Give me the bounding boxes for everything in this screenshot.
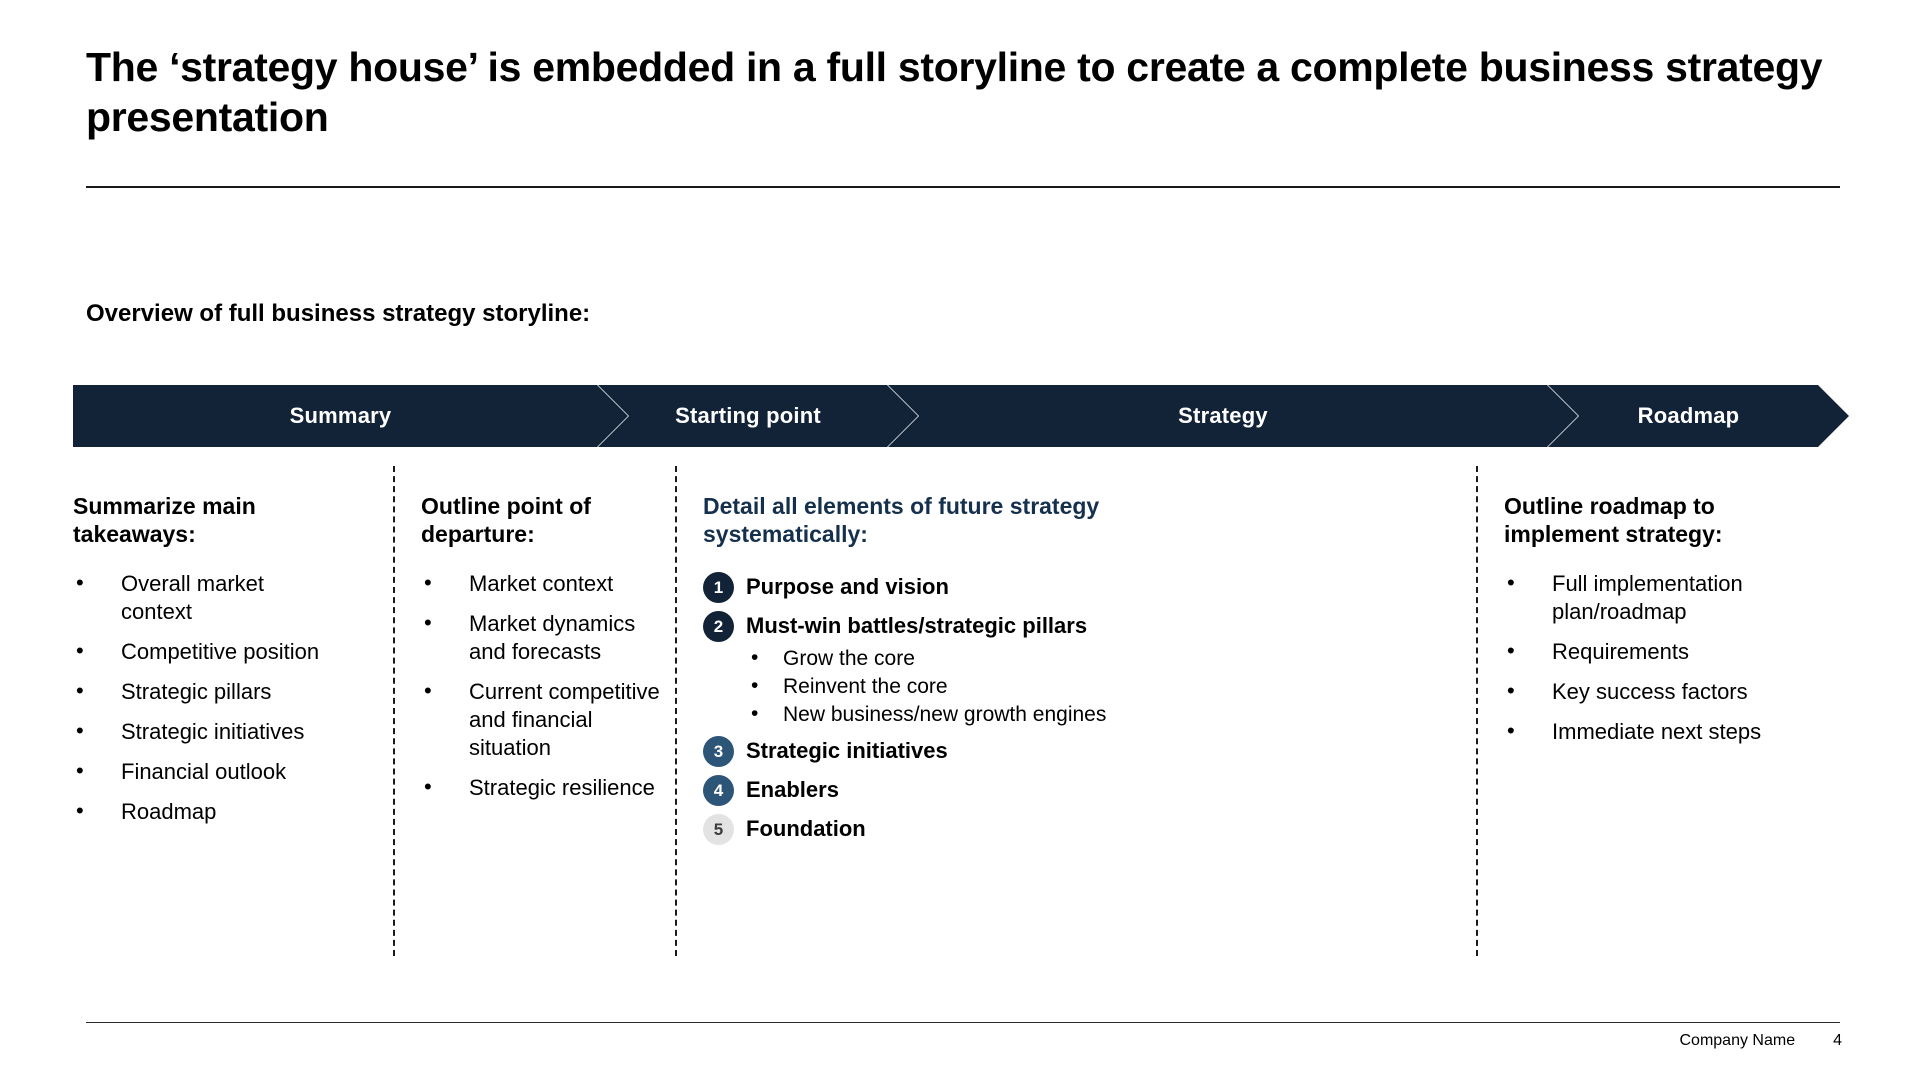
sub-list-item: Reinvent the core <box>703 672 1255 701</box>
column-roadmap: Outline roadmap to implement strategy: F… <box>1476 466 1806 956</box>
list-item: Strategic resilience <box>421 773 673 802</box>
page-title: The ‘strategy house’ is embedded in a fu… <box>86 44 1823 141</box>
numbered-item-label: Must-win battles/strategic pillars <box>746 613 1088 639</box>
chevron-segment-roadmap[interactable]: Roadmap <box>1548 385 1849 447</box>
list-item: Market context <box>421 569 673 598</box>
column-starting-point: Outline point of departure: Market conte… <box>393 466 673 956</box>
sub-list-item: New business/new growth engines <box>703 700 1255 729</box>
footer: Company Name 4 <box>1679 1032 1842 1050</box>
column-heading: Outline roadmap to implement strategy: <box>1504 493 1723 548</box>
list-item: Immediate next steps <box>1504 717 1806 746</box>
list-item: Financial outlook <box>73 757 331 786</box>
list-item: 2 Must-win battles/strategic pillars Gro… <box>703 609 1255 728</box>
title-divider <box>86 186 1840 188</box>
list-item: Strategic pillars <box>73 677 331 706</box>
footer-page-number: 4 <box>1833 1032 1842 1049</box>
list-item: Current competitive and financial situat… <box>421 677 673 762</box>
list-item: Overall market context <box>73 569 331 626</box>
list-item: Full implementation plan/roadmap <box>1504 569 1806 626</box>
numbered-item-label: Strategic initiatives <box>746 738 948 764</box>
chevron-label: Starting point <box>675 403 821 428</box>
column-numbered-list: 1 Purpose and vision 2 Must-win battles/… <box>703 570 1255 846</box>
footer-divider <box>86 1022 1840 1023</box>
column-bullet-list: Overall market context Competitive posit… <box>73 569 331 826</box>
list-item: 3 Strategic initiatives <box>703 734 1255 768</box>
list-item: Key success factors <box>1504 677 1806 706</box>
numbered-item-label: Foundation <box>746 816 866 842</box>
column-heading: Outline point of departure: <box>421 493 591 548</box>
chevron-segment-starting-point[interactable]: Starting point <box>598 385 918 447</box>
process-chevron-banner: Summary Starting point Strategy Roadmap <box>73 385 1849 447</box>
list-item: Competitive position <box>73 637 331 666</box>
number-badge-1: 1 <box>703 571 734 603</box>
number-badge-5: 5 <box>703 813 734 845</box>
sub-list-item: Grow the core <box>703 644 1255 673</box>
chevron-label: Strategy <box>1178 403 1268 428</box>
section-subheading: Overview of full business strategy story… <box>86 300 591 327</box>
chevron-segment-summary[interactable]: Summary <box>73 385 628 447</box>
numbered-item-label: Enablers <box>746 777 839 803</box>
list-item: 5 Foundation <box>703 812 1255 846</box>
list-item: 1 Purpose and vision <box>703 570 1255 604</box>
column-heading: Detail all elements of future strategy s… <box>703 493 1100 548</box>
numbered-item-sublist: Grow the core Reinvent the core New busi… <box>703 644 1255 729</box>
chevron-label: Summary <box>289 403 392 428</box>
number-badge-2: 2 <box>703 610 734 642</box>
list-item: Roadmap <box>73 797 331 826</box>
chevron-segment-strategy[interactable]: Strategy <box>888 385 1578 447</box>
column-bullet-list: Market context Market dynamics and forec… <box>421 569 673 802</box>
list-item: 4 Enablers <box>703 773 1255 807</box>
storyline-columns: Summarize main takeaways: Overall market… <box>73 466 1849 956</box>
list-item: Strategic initiatives <box>73 717 331 746</box>
numbered-item-label: Purpose and vision <box>746 574 949 600</box>
number-badge-3: 3 <box>703 735 734 767</box>
number-badge-4: 4 <box>703 774 734 806</box>
column-heading: Summarize main takeaways: <box>73 493 256 548</box>
footer-company-name: Company Name <box>1679 1032 1796 1049</box>
chevron-label: Roadmap <box>1637 403 1740 428</box>
list-item: Market dynamics and forecasts <box>421 609 673 666</box>
column-summary: Summarize main takeaways: Overall market… <box>73 466 331 956</box>
list-item: Requirements <box>1504 637 1806 666</box>
column-bullet-list: Full implementation plan/roadmap Require… <box>1504 569 1806 746</box>
column-strategy: Detail all elements of future strategy s… <box>675 466 1255 956</box>
